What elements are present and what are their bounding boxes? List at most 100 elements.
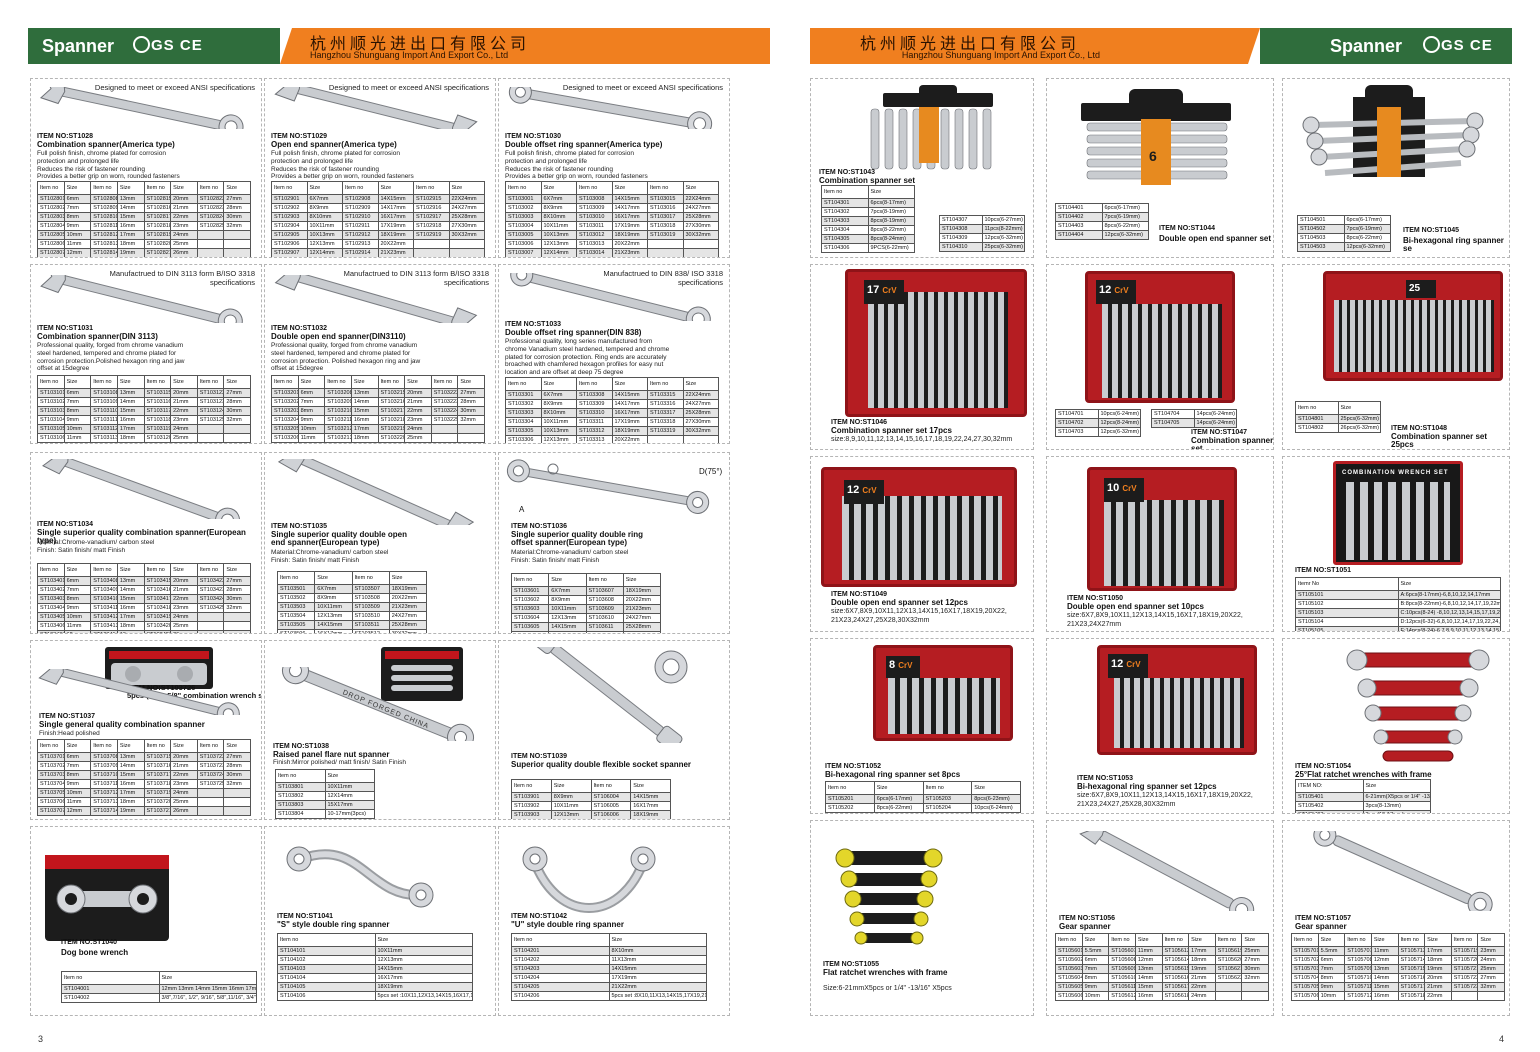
table-cell: ST105708 [1344, 955, 1372, 965]
table-cell [682, 248, 719, 257]
company-name-cn: 杭州顺光进出口有限公司 [310, 34, 531, 53]
table-cell: 16mm [116, 603, 145, 613]
table-cell: 16mm [1370, 991, 1399, 1001]
table-cell: 12X13mm [540, 239, 577, 249]
table-cell: 18mm [116, 239, 145, 249]
table-cell: 23mm [170, 415, 198, 425]
product-cell-st1033: Manufactrued to DIN 838/ ISO 3318 specif… [498, 264, 730, 444]
table-cell: 20mm [1424, 973, 1452, 983]
table-cell [1450, 991, 1479, 1001]
table-cell: ST103423 [196, 585, 225, 595]
table-cell: ST103122 [196, 388, 225, 398]
table-cell: ST105201 [825, 794, 875, 804]
table-cell: ST103410 [90, 594, 118, 604]
table-cell: ST103710 [90, 770, 118, 780]
table-cell: ST103105 [37, 424, 65, 434]
pouch-label: 12 CrV [844, 480, 884, 504]
item-number: ITEM NO:ST1053 [1077, 775, 1134, 782]
table-cell: ST104307 [939, 215, 983, 225]
table-cell: ST103116 [143, 397, 172, 407]
product-cell-st1046: 17 CrV ITEM NO:ST1046 Combination spanne… [810, 264, 1034, 450]
table-cell: 25X28mm [682, 408, 719, 418]
table-cell: 25mm [404, 433, 432, 443]
table-cell: 24X27mm [388, 611, 428, 621]
table-header-cell: Item no [143, 563, 172, 577]
table-cell: 14X15mm [608, 964, 707, 974]
table-cell: ST104801 [1295, 414, 1339, 424]
table-header-cell: Item no [430, 375, 459, 389]
table-cell: 10-17mm(3pcs) [324, 809, 375, 819]
product-cell-st1050: 10 CrV ITEM NO:ST1050 Double open end sp… [1046, 456, 1274, 632]
table-cell: ST102821 [143, 248, 172, 257]
spec-note: Manufactrued to DIN 3113 form B/ISO 3318… [109, 269, 255, 288]
table-cell: 27X30mm [448, 221, 485, 231]
table-cell: ST103214 [324, 442, 352, 443]
table-cell: 19mm [116, 630, 145, 633]
table-cell: 30X32mm [388, 629, 428, 633]
table-cell: 14X17mm [377, 203, 414, 213]
table-cell: 7mm [1317, 964, 1346, 974]
product-cell-st1037: ITEM NO:ST103726 5pcs (3/8" -5/8" combin… [30, 640, 262, 820]
table-header-cell: Item no [413, 181, 450, 195]
table-cell: ST103711 [90, 779, 118, 789]
combination-spanner-image [42, 459, 241, 519]
table-cell: ST103003 [505, 212, 542, 222]
table-header-cell: Item no [196, 181, 225, 195]
table-cell: ST103704 [37, 779, 65, 789]
table-cell: 21mm [404, 397, 432, 407]
table-cell: ST103125 [196, 415, 225, 425]
red-roll-pouch-image: 17 CrV [845, 269, 1027, 417]
spec-note: Designed to meet or exceed ANSI specific… [562, 83, 723, 92]
table-cell: 15mm [1370, 982, 1399, 992]
table-cell: ST103007 [505, 248, 542, 257]
product-title: Single general quality combination spann… [39, 720, 205, 729]
table-header-cell: Itemr No [1295, 577, 1399, 591]
table-header-cell: Size [63, 563, 92, 577]
table-cell: 10X13mm [306, 230, 343, 240]
table-header-cell: Item no [196, 375, 225, 389]
header-green-band: Spanner GS CE [28, 28, 280, 64]
table-cell: 13mm [116, 576, 145, 586]
table-cell: 15mm [116, 770, 145, 780]
table-cell: ST103707 [37, 806, 65, 816]
table-cell: 16mm [116, 779, 145, 789]
table-cell: 12mm [63, 442, 92, 443]
table-header-cell: Item no [590, 779, 632, 793]
table-cell: 8mm [63, 770, 92, 780]
table-cell: ST105608 [1108, 955, 1136, 965]
table-cell: 8X9mm [540, 399, 577, 409]
table-cell [457, 424, 485, 434]
table-cell: ST103313 [576, 435, 613, 443]
table-cell: ST103102 [37, 397, 65, 407]
table-cell: 18X19mm [622, 586, 662, 596]
table-cell: ST103720 [143, 797, 172, 807]
table-cell: 27mm [1241, 955, 1269, 965]
table-cell: ST103112 [90, 424, 118, 434]
table-cell: 16X17mm [314, 629, 353, 633]
table-cell: 24mm [1477, 955, 1505, 965]
table-cell: 25mm [170, 433, 198, 443]
product-desc: Finish:Mirror polished/ matt finish/ Sat… [273, 759, 406, 766]
table-cell: ST102819 [143, 230, 172, 240]
table-cell: ST104401 [1055, 203, 1103, 213]
table-cell: 6mm [1081, 955, 1110, 965]
